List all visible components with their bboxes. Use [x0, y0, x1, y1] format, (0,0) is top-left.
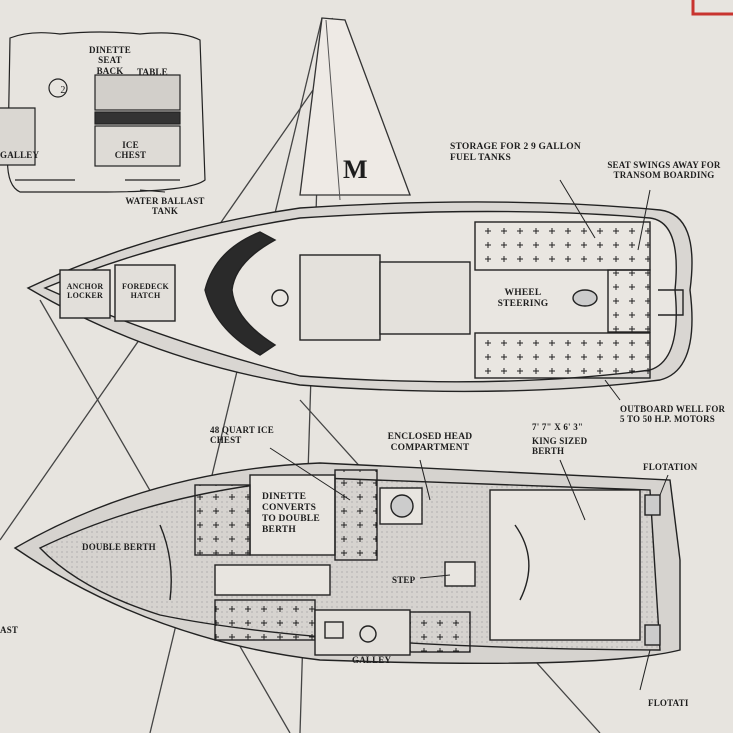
leader-lines: [139, 179, 669, 691]
deck-cockpit-seats-upper: [474, 221, 651, 271]
page-border: [691, 0, 733, 16]
mast-letter-m: M: [343, 155, 368, 184]
label-storage-fuel: Storage for 2 9 gallon fuel tanks: [450, 142, 581, 163]
label-dinette-seat-back: Dinette seat back: [89, 45, 131, 76]
deck-cockpit-seats-lower: [474, 332, 651, 379]
interior-plan: [13, 462, 681, 665]
label-water-ballast-tank: Water ballast tank: [125, 196, 205, 217]
label-dinette: Dinette converts to double berth: [262, 492, 320, 535]
label-king-berth-size: 7' 7" x 6' 3": [532, 422, 584, 432]
mainsail: [299, 17, 411, 196]
label-seat-swings: Seat swings away for transom boarding: [607, 160, 721, 181]
label-flotation-top: Flotation: [643, 462, 698, 472]
label-anchor-locker: Anchor locker: [66, 282, 104, 301]
galley-counter: [314, 609, 411, 656]
inset-number: 2: [60, 85, 66, 96]
label-enclosed-head: Enclosed head compartment: [387, 432, 473, 453]
label-wheel-steering: Wheel steering: [497, 288, 549, 309]
label-ice-chest: Ice chest: [114, 140, 147, 161]
deck-nonskid-band: [204, 231, 277, 356]
label-48-quart-ice-chest: 48 quart ice chest: [210, 425, 274, 446]
label-galley: Galley: [352, 655, 392, 665]
dinette: [249, 474, 336, 556]
label-inset-galley: Galley: [0, 150, 40, 160]
label-ballast-partial: AST: [0, 625, 19, 635]
label-foredeck-hatch: Foredeck hatch: [122, 282, 169, 301]
label-table: Table: [137, 67, 168, 77]
inset-diagram: [0, 31, 206, 193]
deck-plan: [26, 201, 693, 393]
label-step: Step: [392, 575, 416, 585]
label-outboard-well: Outboard well for 5 to 50 H.P. motors: [620, 404, 726, 425]
king-berth: [489, 489, 641, 641]
label-king-berth: King sized berth: [532, 436, 588, 457]
label-double-berth: Double berth: [82, 542, 156, 552]
label-flotation-bottom: Flotati: [648, 698, 689, 708]
